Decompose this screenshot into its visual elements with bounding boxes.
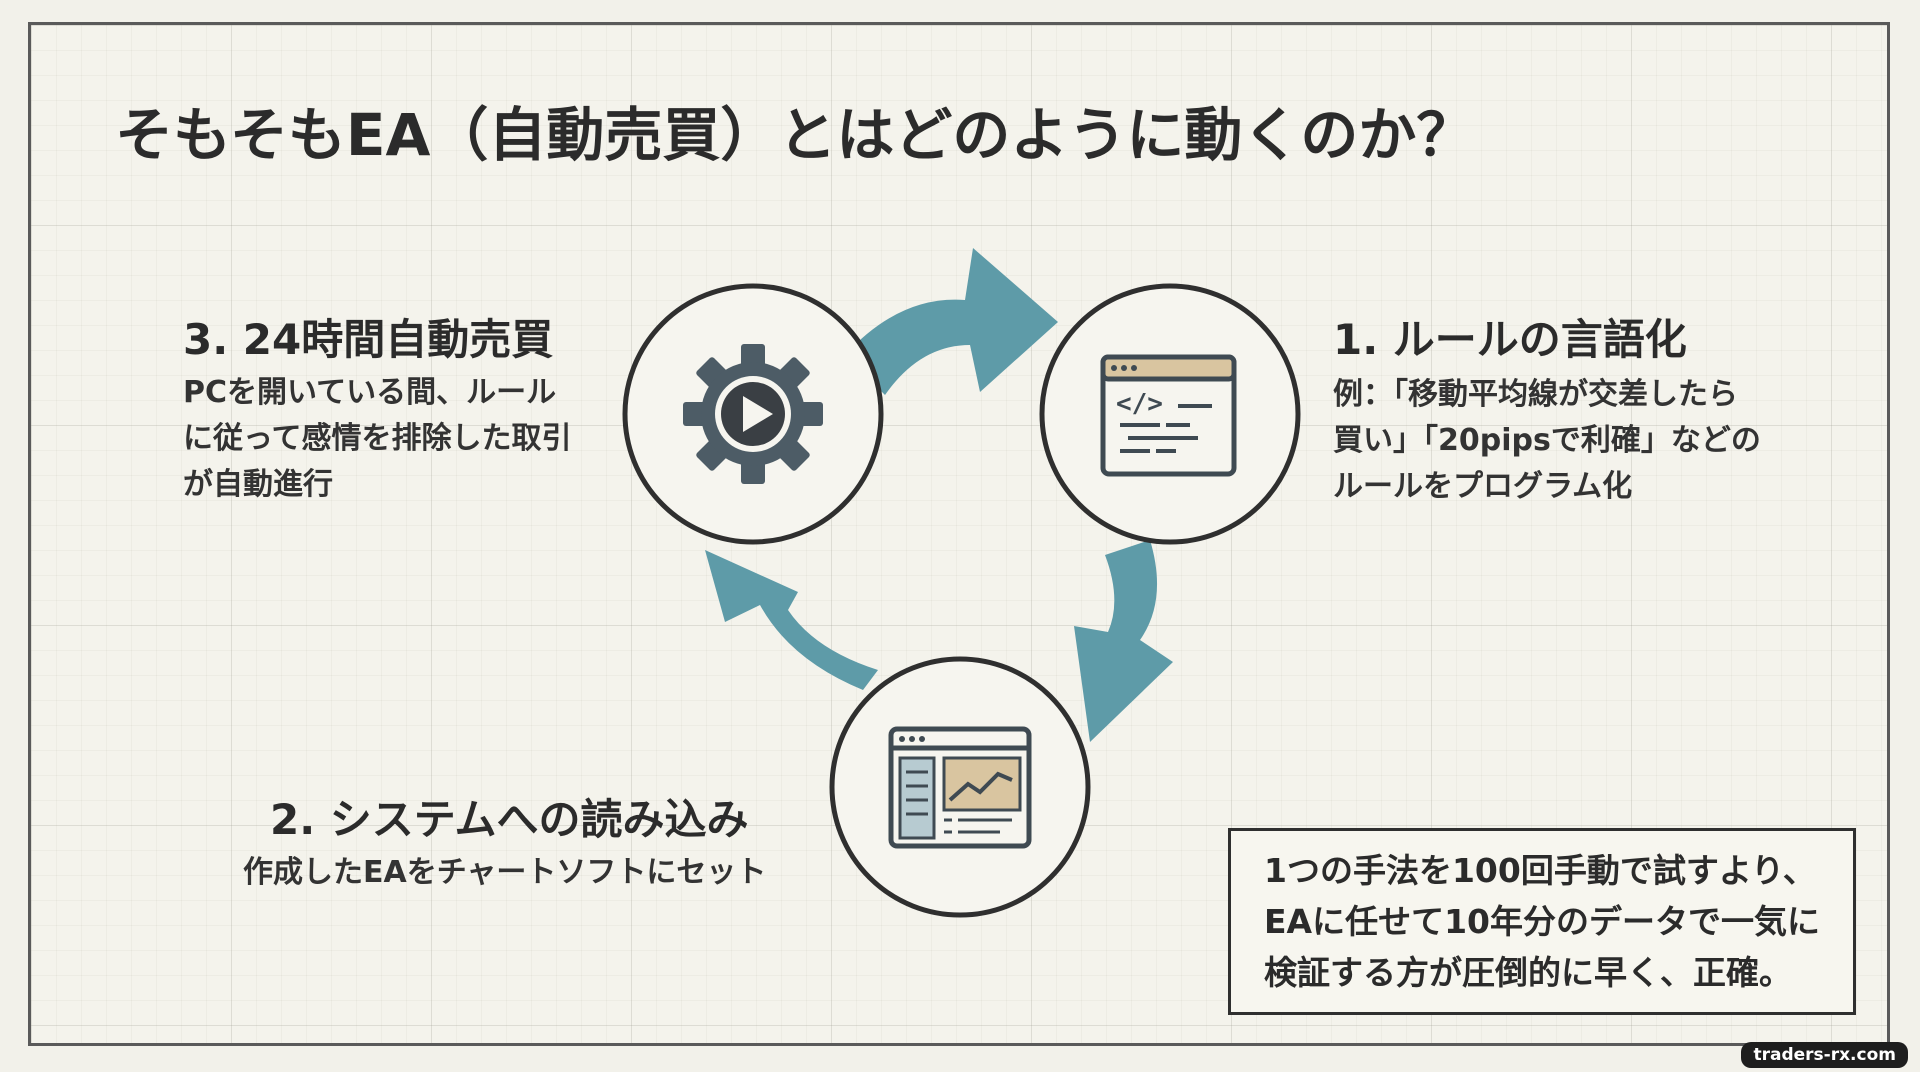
summary-note-text: 1つの手法を100回手動で試すより、 EAに任せて10年分のデータで一気に 検証… xyxy=(1250,845,1834,998)
step2-title: 2. システムへの読み込み xyxy=(270,795,749,844)
summary-note-box: 1つの手法を100回手動で試すより、 EAに任せて10年分のデータで一気に 検証… xyxy=(1228,828,1856,1015)
step2-circle xyxy=(829,656,1091,918)
step2-description: 作成したEAをチャートソフトにセット xyxy=(243,850,766,896)
site-watermark: traders-rx.com xyxy=(1741,1042,1908,1068)
step3-desc-line: が自動進行 xyxy=(183,467,333,502)
step3-desc-line: に従って感情を排除した取引 xyxy=(183,421,572,456)
note-line: 検証する方が圧倒的に早く、正確。 xyxy=(1263,953,1792,992)
step1-circle: </> xyxy=(1039,283,1301,545)
step1-description: 例：「移動平均線が交差したら 買い」「20pipsで利確」などの ルールをプログ… xyxy=(1333,372,1761,510)
step3-circle xyxy=(622,283,884,545)
step3-title: 3. 24時間自動売買 xyxy=(183,315,554,364)
note-line: 1つの手法を100回手動で試すより、 xyxy=(1263,851,1816,890)
gear-play-icon xyxy=(683,344,823,484)
note-line: EAに任せて10年分のデータで一気に xyxy=(1263,902,1820,941)
page-title: そもそもEA（自動売買）とはどのように動くのか？ xyxy=(115,101,1475,169)
code-window-icon: </> xyxy=(1100,354,1237,477)
cycle-arrow-top xyxy=(845,248,1058,395)
step3-desc-line: PCを開いている間、ルール xyxy=(183,375,557,410)
cycle-arrow-right xyxy=(1074,540,1173,742)
step1-desc-line: 例：「移動平均線が交差したら xyxy=(1333,377,1738,412)
svg-text:</>: </> xyxy=(1116,389,1163,419)
chart-window-icon xyxy=(888,726,1032,849)
step3-description: PCを開いている間、ルール に従って感情を排除した取引 が自動進行 xyxy=(183,370,572,508)
step2-desc-line: 作成したEAをチャートソフトにセット xyxy=(243,855,767,890)
step1-desc-line: 買い」「20pipsで利確」などの xyxy=(1333,423,1761,458)
step1-title: 1. ルールの言語化 xyxy=(1333,315,1687,364)
cycle-arrow-left xyxy=(705,550,878,690)
step1-desc-line: ルールをプログラム化 xyxy=(1333,469,1633,504)
slide-frame xyxy=(28,22,1890,1046)
